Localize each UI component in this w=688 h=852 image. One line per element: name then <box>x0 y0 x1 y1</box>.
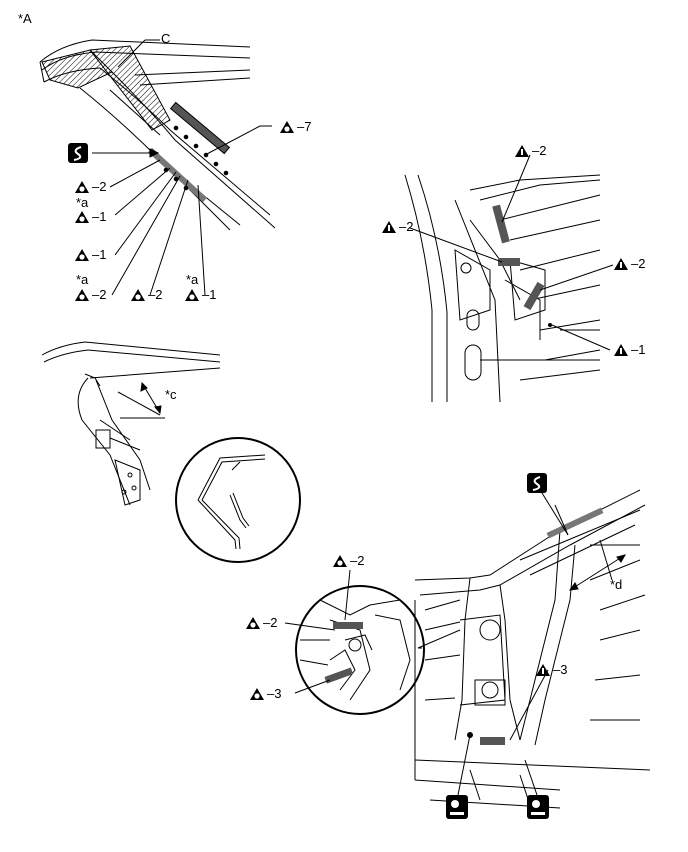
callout-arc-1: –1 <box>631 342 646 357</box>
leader-lines-zoom <box>284 569 422 694</box>
cross-section-detail <box>175 437 301 563</box>
spot-weld-icon <box>131 289 145 301</box>
label-c: C <box>161 31 171 46</box>
roof-panel-illustration <box>39 39 276 231</box>
callout-arc-2c: –2 <box>631 256 646 271</box>
label-star-a-2: *a <box>76 272 89 287</box>
spot-weld-icon <box>75 211 89 223</box>
callout-arc-2a: –2 <box>532 143 547 158</box>
anti-rust-icon-1 <box>446 795 468 819</box>
spot-weld-icon <box>333 555 347 567</box>
label-star-a-3: *a <box>186 272 199 287</box>
arc-weld-icon <box>614 344 628 356</box>
sealer-icon-bottom-right <box>527 473 547 493</box>
arc-weld-icon <box>382 221 396 233</box>
arc-weld-icon <box>515 145 529 157</box>
label-star-c: *c <box>165 387 177 402</box>
callout-spot-1b: –1 <box>92 247 107 262</box>
leader-lines-top-right <box>409 154 614 351</box>
callout-spot-2a: –2 <box>92 179 107 194</box>
arc-weld-icon <box>614 258 628 270</box>
callout-spot-2b: –2 <box>92 287 107 302</box>
callout-spot-2c: –2 <box>148 287 163 302</box>
pillar-illustration-bottom-right <box>414 489 651 809</box>
dimension-c <box>117 381 165 419</box>
callout-zoom-2a: –2 <box>350 553 365 568</box>
spot-weld-icon <box>250 688 264 700</box>
callout-spot-7: –7 <box>297 119 312 134</box>
label-star-d: *d <box>610 577 623 592</box>
sealer-icon-top-left <box>68 143 88 163</box>
callout-spot-1a: –1 <box>92 209 107 224</box>
spot-weld-icon <box>246 617 260 629</box>
spot-weld-icon <box>75 181 89 193</box>
callout-arc-3: –3 <box>553 662 568 677</box>
callout-arc-2b: –2 <box>399 219 414 234</box>
roof-corner-illustration <box>41 341 221 506</box>
spot-weld-icon <box>75 289 89 301</box>
label-star-a-1: *a <box>76 195 89 210</box>
callout-spot-1c: –1 <box>202 287 217 302</box>
pillar-welds-bottom-right <box>467 507 604 745</box>
figure-label: *A <box>18 11 32 26</box>
spot-weld-icon <box>280 121 294 133</box>
leader-lines-bottom-right <box>417 492 569 796</box>
zoom-detail <box>295 585 425 715</box>
callout-zoom-2b: –2 <box>263 615 278 630</box>
spot-weld-icon <box>75 249 89 261</box>
pillar-illustration-top-right <box>404 174 601 403</box>
anti-rust-icon-2 <box>527 795 549 819</box>
callout-zoom-3: –3 <box>267 686 282 701</box>
pillar-welds-top-right <box>492 204 552 327</box>
leader-lines-top-left <box>92 39 272 296</box>
spot-weld-icon <box>185 289 199 301</box>
dimension-d <box>554 504 640 591</box>
